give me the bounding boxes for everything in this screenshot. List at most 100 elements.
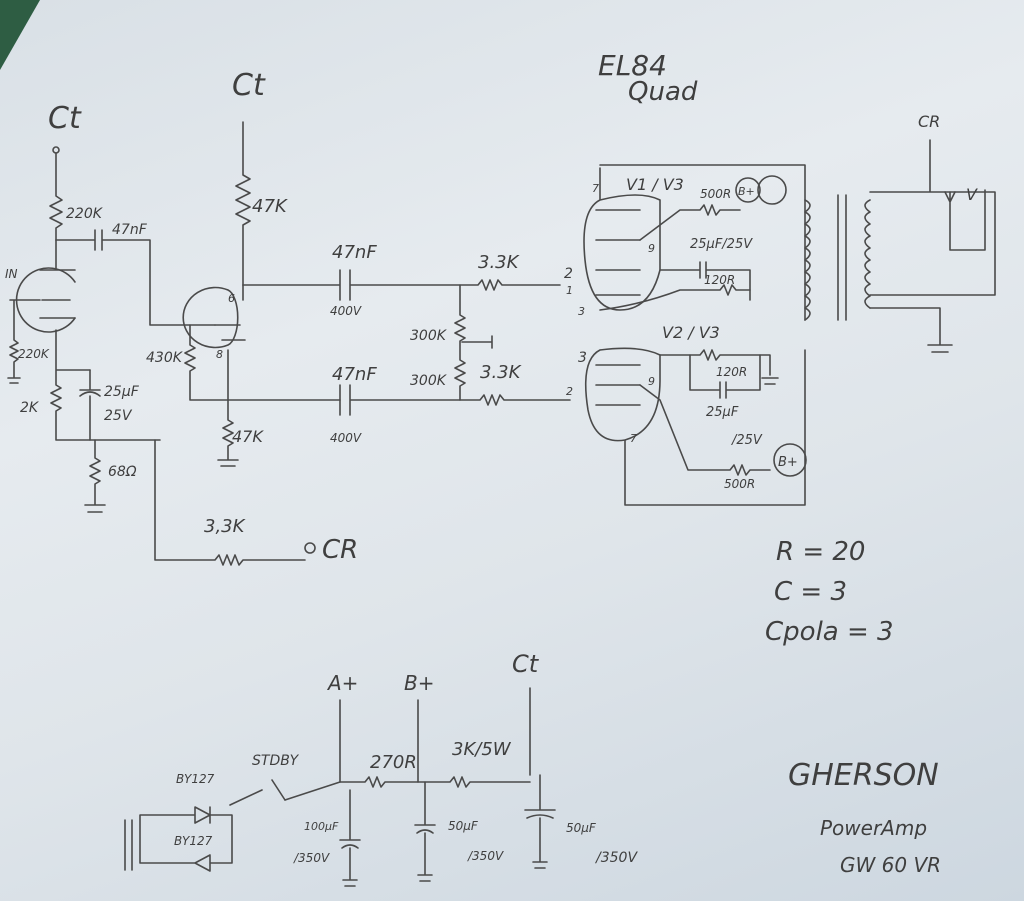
signature-line2: PowerAmp [820,816,927,840]
plate-resistor-2 [235,121,251,286]
c-lower-voltage: 400V [330,431,362,445]
plate-supply-line [599,164,806,321]
pin-6: 6 [228,292,235,305]
diode2-label: BY127 [174,834,213,848]
cap-c3 [524,774,556,869]
supply-chain [284,776,531,801]
preamp-stage-1: Ct 220K 47nF IN 220K 2K 25µF 25V 68Ω [5,101,216,513]
green-mat-corner [0,0,40,70]
triode-2-elements [214,324,246,341]
r-stop-lower-label: 3.3K [480,362,522,383]
cathode-resistor-lower [659,349,779,385]
cr-top-label: CR [918,112,940,131]
cathode-cap-1 [79,369,101,441]
pin-2b: 2 [566,385,573,398]
r-plate1-label: 220K [66,206,104,222]
c3-voltage: /350V [594,850,638,866]
feedback-line [154,439,306,566]
cathode-cap-lower [689,354,761,399]
b-plus-upper-node [735,177,761,203]
pin-1a: 1 [566,284,573,297]
c-cathode-lower-voltage: /25V [731,433,763,448]
output-pot [944,189,986,251]
r-feedback-label: 3,3K [204,516,246,537]
r2-label: 3K/5W [452,739,512,760]
c-plus-label: Ct [512,650,540,678]
tube-lower-envelope [584,347,661,442]
pin-3a: 3 [578,305,585,318]
triode-1-elements [39,269,76,319]
ct-label-left: Ct [48,101,82,136]
transformer-core [837,194,847,321]
cathode-resistor-2 [217,349,239,467]
c-upper-value: 47nF [332,242,377,263]
b-plus-upper-label: B+ [738,185,755,198]
r-grid-lower-label: 300K [410,373,448,389]
power-transformer [124,819,133,871]
b-plus-upper-node-2 [757,175,787,205]
coupling-network: 47nF 400V 3.3K 47nF 400V 3.3K 300K 300K [242,242,571,445]
r-grid2-label: 430K [146,350,184,366]
fb-resistor [84,439,106,513]
r-stop-upper-label: 3.3K [478,252,520,273]
transformer-secondary [864,199,871,309]
title-config: Quad [628,77,698,107]
c-couple1-label: 47nF [112,222,148,238]
c1-value: 100µF [304,820,339,833]
bom-cpola: Cpola = 3 [765,617,894,647]
c-cathode1-voltage: 25V [104,408,133,424]
transformer-primary [804,199,811,321]
diode1-label: BY127 [176,772,215,786]
pin-7a: 7 [592,182,599,195]
c1-voltage: /350V [293,851,330,865]
grid-resistor-1 [7,299,41,384]
r-screen-lower-label: 500R [724,477,755,491]
pot-label: V [966,185,978,204]
r-plate2-label: 47K [252,196,288,217]
ct-terminal-left [52,146,60,154]
tube-lower-label: V2 / V3 [662,323,720,342]
b-plus-lower-node [773,443,807,477]
plate-resistor-1 [49,152,63,241]
c2-voltage: /350V [467,849,504,863]
grid-resistor-pair [454,284,493,401]
pin-8: 8 [216,348,223,361]
input-label: IN [5,267,18,281]
c-cathode-lower-value: 25µF [706,405,739,420]
r-fb-label: 68Ω [108,464,137,480]
c-upper-voltage: 400V [330,304,362,318]
plate-lower-line [624,349,806,506]
b-plus-lower-label: B+ [778,455,798,470]
b-plus-label: B+ [404,671,434,695]
ct-label-mid: Ct [232,68,266,103]
pin-3b: 3 [578,350,587,366]
upper-coupling-path [242,269,561,301]
cap-c2 [414,781,436,882]
pin-7b: 7 [630,432,637,445]
c2-value: 50µF [448,819,479,833]
standby-label: STDBY [252,753,300,769]
tube-upper-envelope [583,167,661,311]
signature-line3: GW 60 VR [840,853,941,877]
c-cathode-upper-label: 25µF/25V [690,237,753,252]
cr-terminal [304,542,316,554]
c-cathode1-value: 25µF [104,384,140,400]
cathode-resistor-upper [599,284,751,311]
title-tube: EL84 [598,49,667,82]
output-wiring [869,139,996,353]
screen-resistor-lower [639,384,771,476]
r-cathode-upper-label: 120R [704,273,735,287]
r-cathode1-label: 2K [20,400,40,416]
triode-2-envelope [182,286,239,349]
pin-9a: 9 [648,242,655,255]
a-plus-label: A+ [326,671,358,695]
bom-c: C = 3 [774,577,847,607]
tube-upper-grids [595,209,641,296]
rectifier-diodes [139,806,233,872]
r-cathode-lower-label: 120R [716,365,747,379]
c-lower-value: 47nF [332,364,377,385]
r-grid-upper-label: 300K [410,328,448,344]
signature-name: GHERSON [788,758,939,793]
preamp-stage-2: Ct 47K 6 8 430K 47K 3,3K CR [146,68,358,566]
